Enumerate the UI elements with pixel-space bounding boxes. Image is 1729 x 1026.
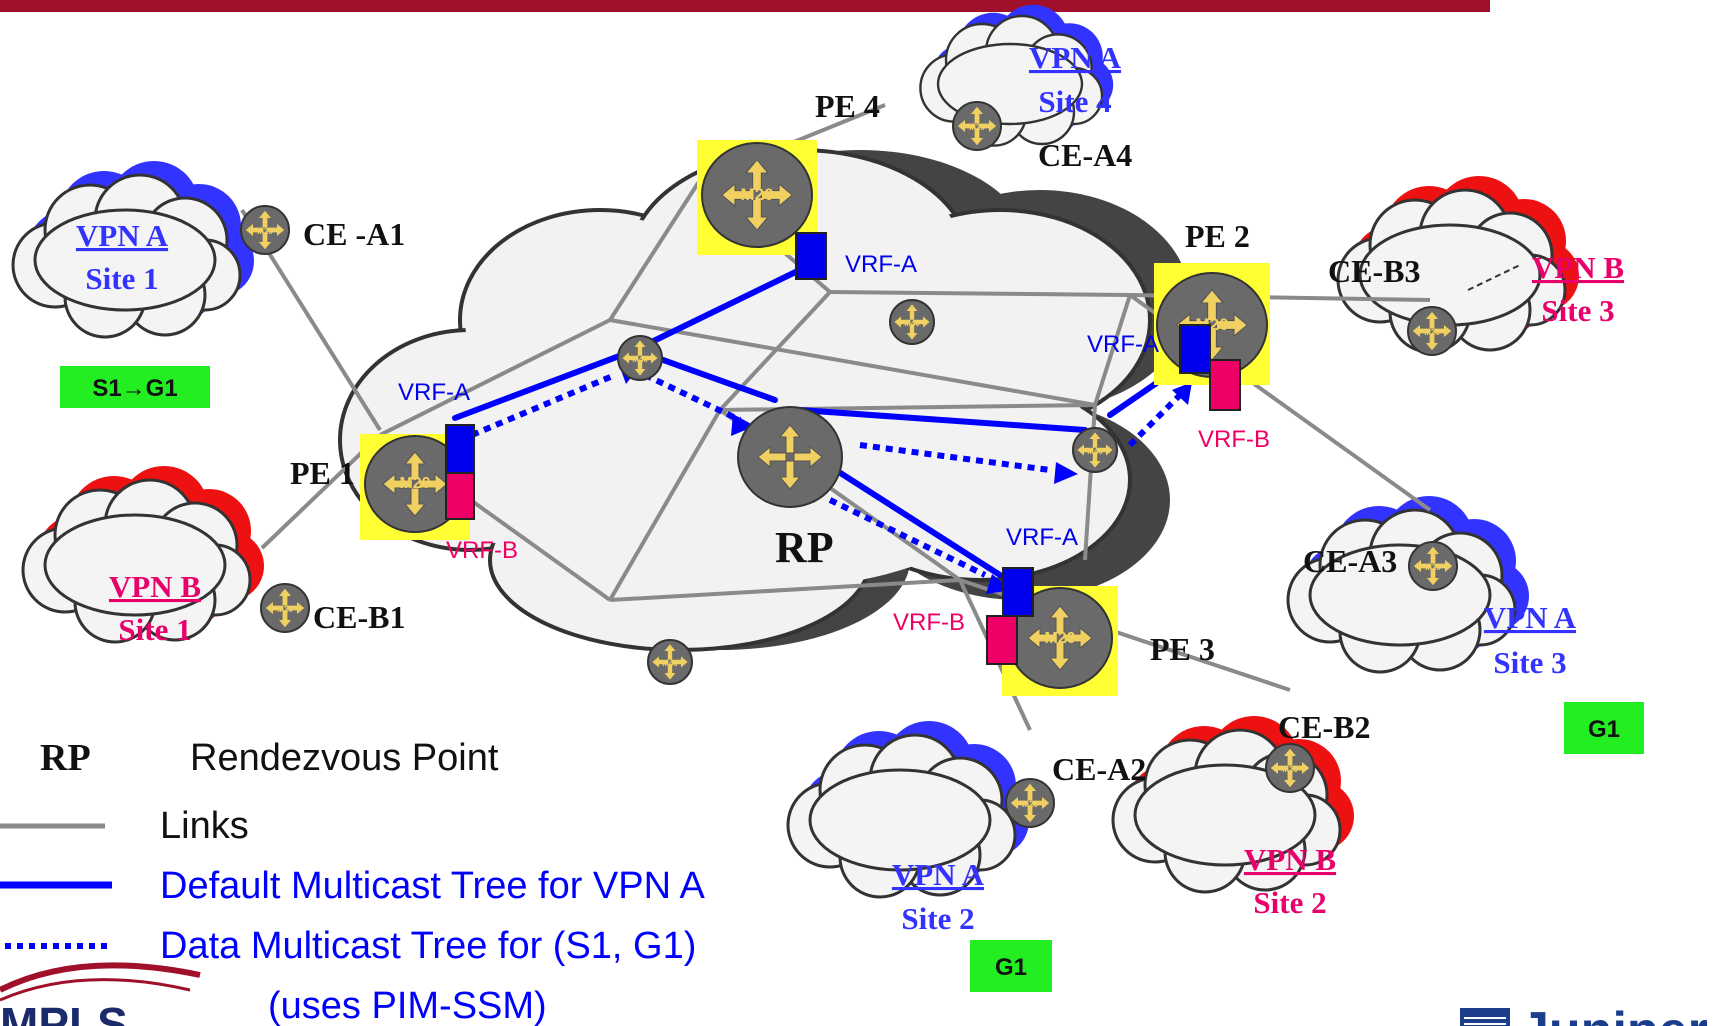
vpn-a-site3-site-label: Site 3 [1493,645,1566,680]
pe2-vrf-b-label: VRF-B [1198,426,1270,453]
rp-label: RP [775,523,834,572]
p-router-m40: M40 [617,335,663,381]
vrf-boxes [445,232,1241,665]
legend-rp-key: RP [40,737,91,779]
vpn-a-site3-vpn-label: VPN A [1484,600,1577,635]
rp-router [737,406,843,508]
legend: RP Rendezvous Point Links Default Multic… [0,737,706,1026]
ce-model-label: M20 [1425,563,1441,572]
legend-data-tree-note: (uses PIM-SSM) [268,985,547,1026]
svg-text:MPLS: MPLS [0,998,128,1026]
pe3-vrf-a-label: VRF-A [1006,524,1078,551]
ce-model-label: M20 [1282,765,1298,774]
vpn-b-site1-vpn-label: VPN B [109,569,201,604]
pe4-router: M20 [697,140,817,255]
vpn-a-site2-vpn-label: VPN A [892,857,985,892]
pe3-label: PE 3 [1150,631,1215,667]
g1-box-site2 [970,940,1052,992]
legend-default-tree-label: Default Multicast Tree for VPN A [160,865,706,907]
svg-text:Juniper: Juniper [1520,1002,1708,1026]
pe4-label: PE 4 [815,88,880,124]
pe3-vrf-b-box [986,615,1018,665]
pe1-model-label: M20 [399,475,430,492]
vpn-a-site1-site-label: Site 1 [85,261,158,296]
vpn-b-site2-site-label: Site 2 [1253,885,1326,920]
pe3-vrf-b-label: VRF-B [893,609,965,636]
ce-a1-label: CE -A1 [303,216,405,252]
pe3-vrf-a-box [1002,567,1034,617]
group-boxes: S1→G1 G1 G1 [60,366,1644,992]
ce-a3-label: CE-A3 [1303,543,1397,579]
links [240,103,1432,731]
ce-a1-router: M20 [240,205,290,255]
p-router-model-label: M40 [904,319,920,328]
p-router-m40: M40 [889,299,935,345]
legend-rp-desc: Rendezvous Point [190,737,499,779]
vpn-a-site4-vpn-label: VPN A [1029,40,1122,75]
ce-b2-router: M20 [1265,743,1315,793]
ce-b2-label: CE-B2 [1278,709,1370,745]
mpls-logo: MPLS [0,962,201,1026]
juniper-logo: Juniper [1460,1002,1708,1026]
pe4-model-label: M20 [740,185,773,204]
g1-box-site3 [1564,702,1644,754]
s1g1-label: S1→G1 [92,375,177,402]
vpn-a-site4-site-label: Site 4 [1038,84,1111,119]
data-multicast-tree [458,372,1183,578]
ce-b3-router: M20 [1407,306,1457,356]
pe2-vrf-a-box [1179,324,1211,374]
ce-a3-router: M20 [1408,541,1458,591]
pe1-label: PE 1 [290,455,355,491]
pe1-vrf-a-box [445,424,475,474]
ce-a2-label: CE-A2 [1052,751,1146,787]
ce-model-label: M20 [1022,800,1038,809]
s1g1-box [60,366,210,408]
p-router-m40: M40 [647,639,693,685]
pe1-vrf-b-box [445,472,475,520]
vpn-a-site1-vpn-label: VPN A [76,218,169,253]
pe2-vrf-a-label: VRF-A [1087,331,1159,358]
ce-model-label: M20 [1424,328,1440,337]
p-router-model-label: M40 [1087,447,1103,456]
pe3-model-label: M20 [1044,630,1075,647]
p-router-m40: M40 [1072,427,1118,473]
p-router-model-label: M40 [632,355,648,364]
ce-a4-router: M20 [952,101,1002,151]
ce-a2-router: M20 [1005,778,1055,828]
pe1-vrf-a-label: VRF-A [398,379,470,406]
pe2-label: PE 2 [1185,218,1250,254]
pe4-vrf-a-box [795,232,827,280]
vpn-b-site3-site-label: Site 3 [1541,293,1614,328]
p-router-model-label: M40 [662,659,678,668]
ce-a4-label: CE-A4 [1038,137,1132,173]
ce-b1-label: CE-B1 [313,599,405,635]
vpn-a-site2-site-label: Site 2 [901,901,974,936]
g1-label-site2: G1 [995,954,1027,981]
vpn-b-site3-vpn-label: VPN B [1532,250,1624,285]
header-bar [0,0,1490,12]
pe4-vrf-a-label: VRF-A [845,251,917,278]
ce-b1-router: M20 [260,583,310,633]
ce-b3-label: CE-B3 [1328,253,1420,289]
ce-routers: M20 M20 M20 M20 M20 M20 [240,101,1458,828]
pe2-vrf-b-box [1209,359,1241,411]
ce-model-label: M20 [277,605,293,614]
g1-label-site3: G1 [1588,716,1620,743]
legend-links-label: Links [160,805,249,847]
legend-data-tree-label: Data Multicast Tree for (S1, G1) [160,925,696,967]
pe1-vrf-b-label: VRF-B [446,537,518,564]
ce-model-label: M20 [969,123,985,132]
vpn-b-site2-vpn-label: VPN B [1244,842,1336,877]
vpn-b-site1-site-label: Site 1 [118,612,191,647]
p-routers: M40 M40 M40 M40 [617,299,1118,685]
ce-model-label: M20 [257,227,273,236]
